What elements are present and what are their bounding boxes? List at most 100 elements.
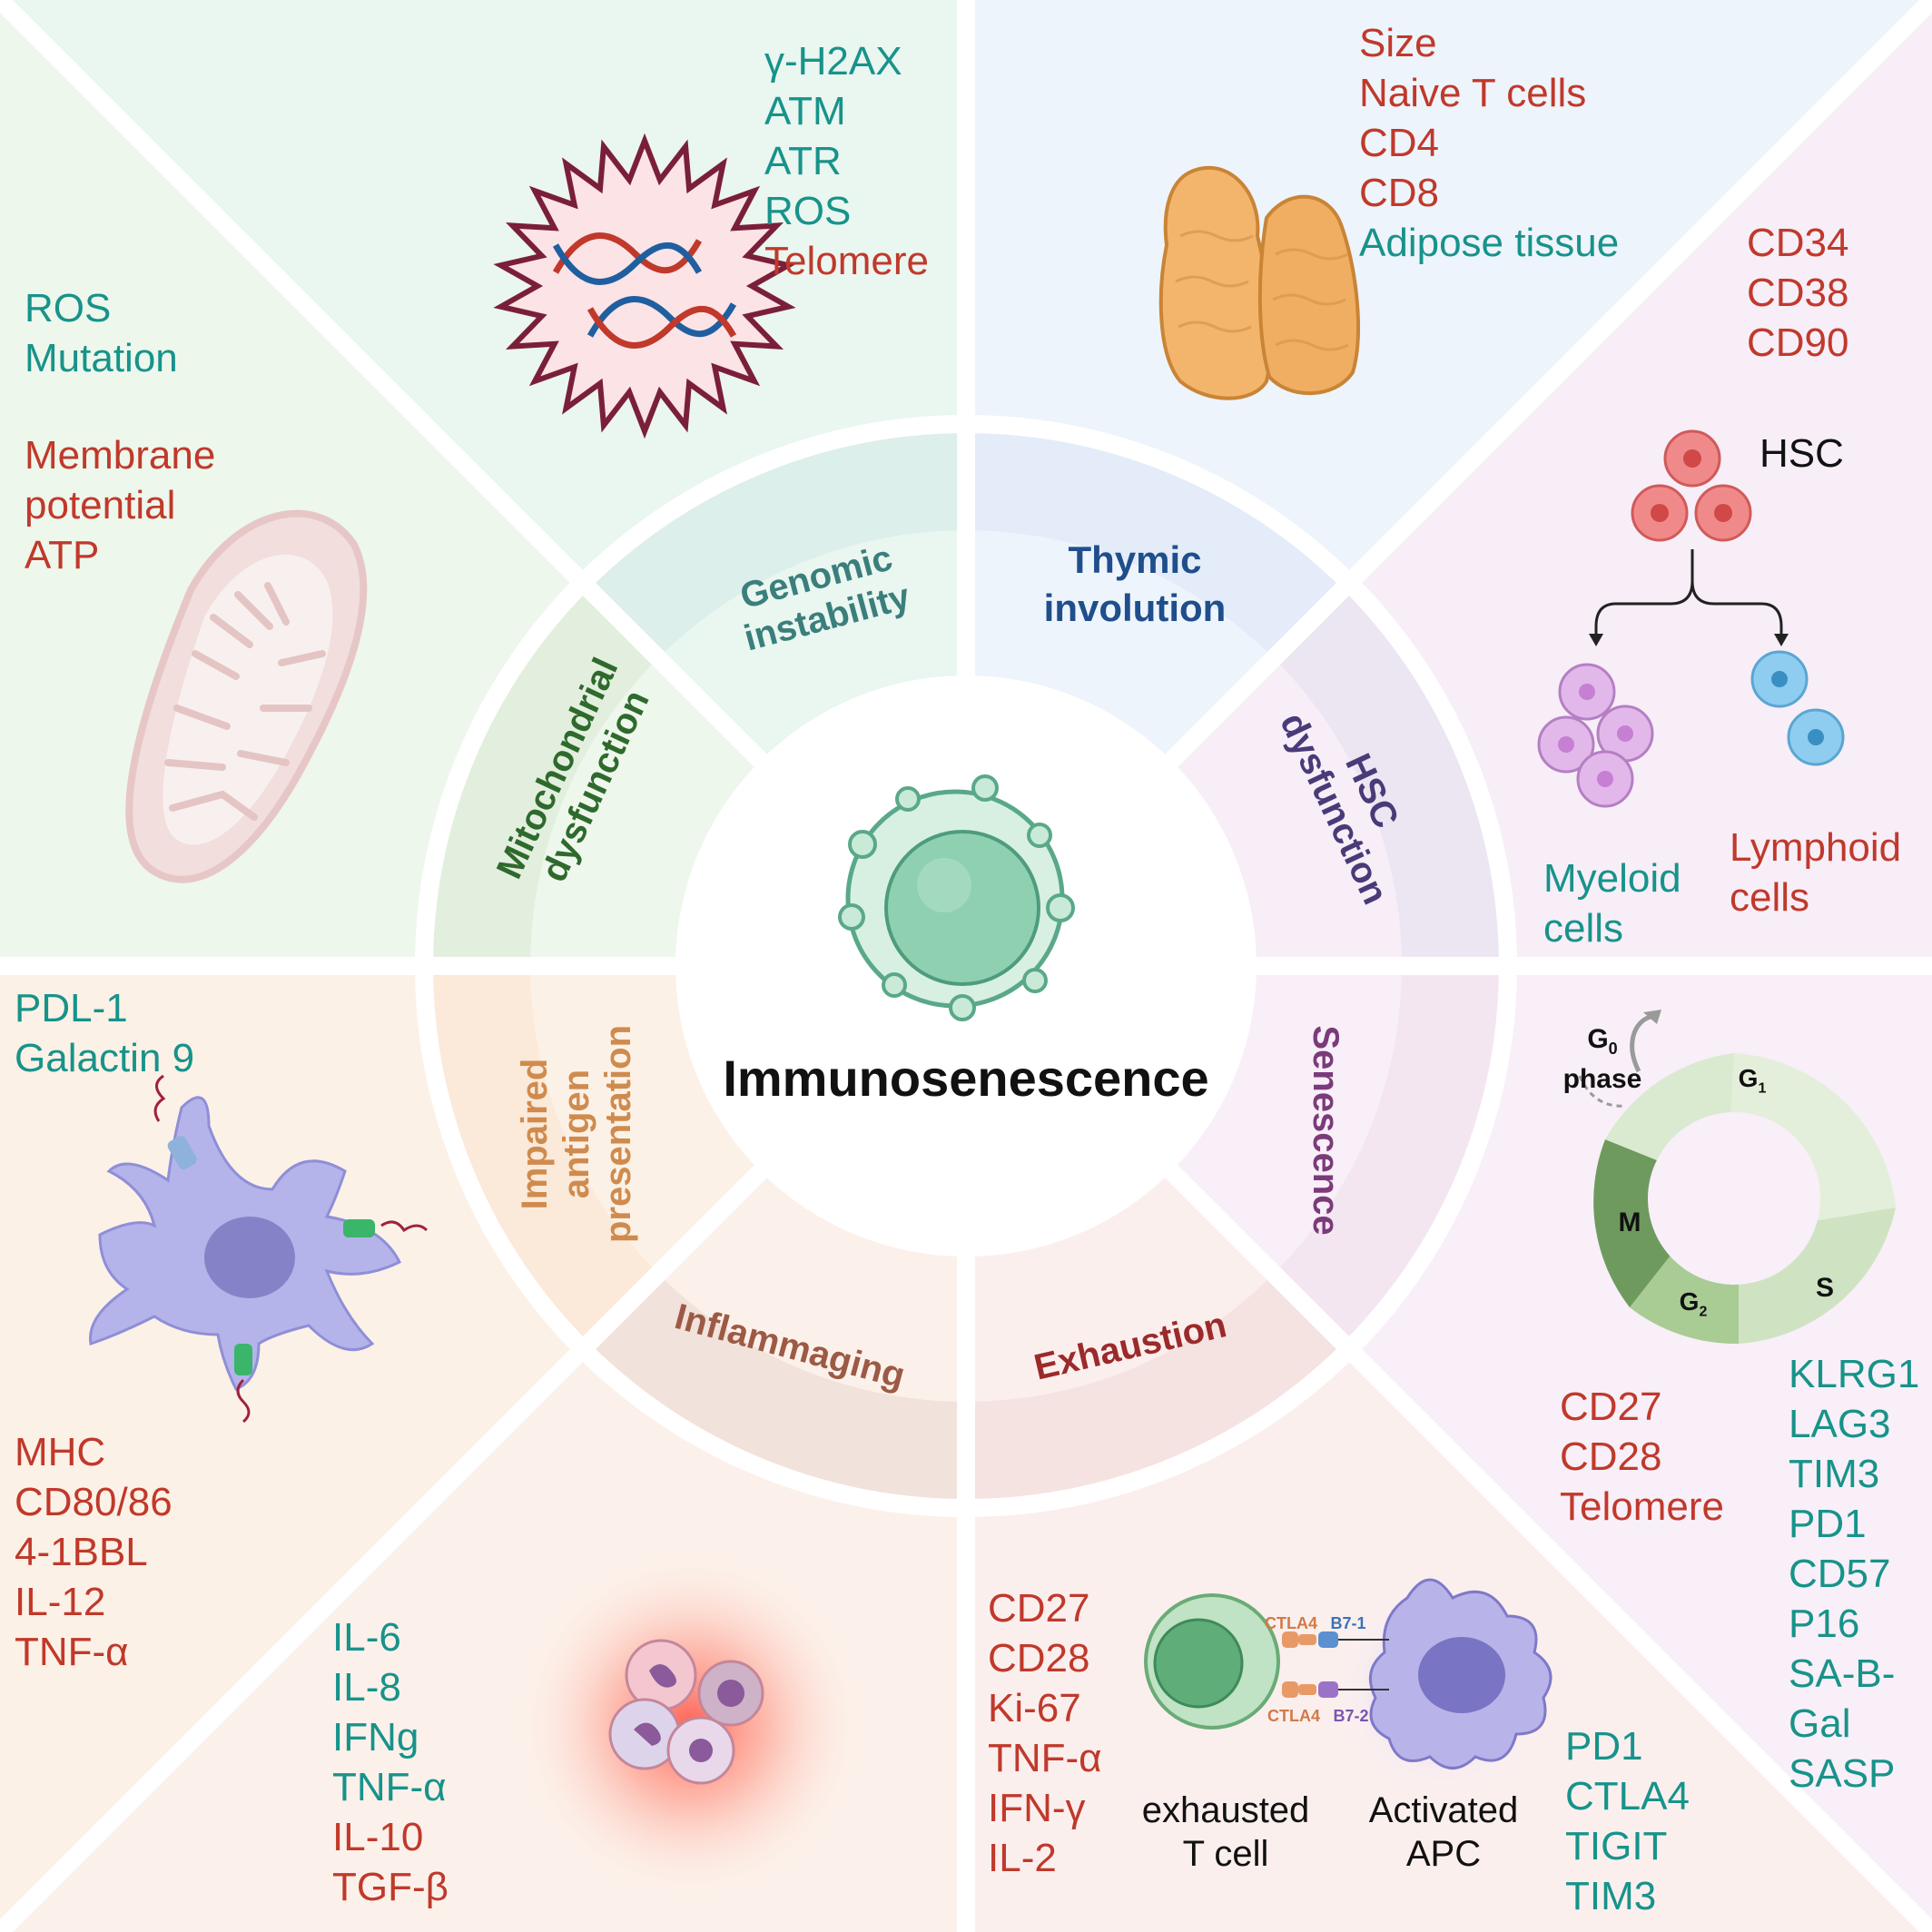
antigen-bottom-4: IL-12 bbox=[15, 1580, 106, 1624]
ring-outer-border bbox=[415, 415, 1517, 1517]
genomic-marker-1: γ-H2AX bbox=[764, 39, 902, 84]
ring-sector-thymic[interactable] bbox=[966, 433, 1343, 658]
ring-sector-mito[interactable] bbox=[433, 589, 658, 966]
exhaustion-markers-teal: PD1 CTLA4 TIGIT TIM3 bbox=[1565, 1721, 1690, 1921]
senescence-teal-2: LAG3 bbox=[1789, 1402, 1891, 1446]
ctla4-bottom-label: CTLA4 bbox=[1267, 1707, 1320, 1725]
ring-sector-hsc[interactable] bbox=[1274, 589, 1499, 966]
antigen-top-1: PDL-1 bbox=[15, 986, 128, 1030]
thymic-marker-5: Adipose tissue bbox=[1359, 221, 1620, 265]
cycle-g2-letter: G bbox=[1679, 1287, 1700, 1316]
hsc-marker-2: CD38 bbox=[1747, 271, 1849, 315]
thymic-marker-1: Size bbox=[1359, 21, 1437, 65]
senescence-teal-6: P16 bbox=[1789, 1602, 1860, 1646]
lymphocyte-icon bbox=[838, 774, 1075, 1021]
thymic-markers: Size Naive T cells CD4 CD8 Adipose tissu… bbox=[1359, 18, 1619, 268]
senescence-red-3: Telomere bbox=[1560, 1484, 1724, 1529]
ring-sector-exhaustion[interactable] bbox=[966, 1274, 1343, 1499]
inflammaging-marker-3: IFNg bbox=[332, 1715, 419, 1760]
inflammaging-marker-4: TNF-α bbox=[332, 1765, 447, 1809]
hsc-markers: CD34 CD38 CD90 bbox=[1747, 218, 1849, 368]
cycle-g1-sub: 1 bbox=[1758, 1080, 1767, 1097]
dna-damage-icon bbox=[493, 133, 796, 439]
ring-label-antigen-line1: Impaired bbox=[515, 1058, 555, 1210]
inflammaging-markers: IL-6 IL-8 IFNg TNF-α IL-10 TGF-β bbox=[332, 1612, 448, 1912]
antigen-markers-top: PDL-1 Galactin 9 bbox=[15, 983, 194, 1083]
mito-teal-2: Mutation bbox=[25, 336, 178, 380]
senescence-red-1: CD27 bbox=[1560, 1385, 1662, 1429]
dendritic-cell-icon bbox=[89, 1074, 429, 1424]
inflammaging-marker-1: IL-6 bbox=[332, 1615, 401, 1660]
ring-label-thymic-line2: involution bbox=[1043, 586, 1227, 629]
apc-label-line2: APC bbox=[1405, 1834, 1482, 1874]
tcell-label: exhausted T cell bbox=[1126, 1789, 1326, 1876]
thymic-marker-3: CD4 bbox=[1359, 121, 1440, 165]
b71-label: B7-1 bbox=[1330, 1614, 1366, 1632]
exhaustion-red-3: Ki-67 bbox=[988, 1686, 1081, 1730]
inflammaging-marker-6: TGF-β bbox=[332, 1865, 448, 1909]
ring-sector-senescence[interactable] bbox=[1274, 966, 1499, 1343]
senescence-red-2: CD28 bbox=[1560, 1434, 1662, 1479]
inflammaging-marker-5: IL-10 bbox=[332, 1815, 424, 1859]
cycle-g0-sub: 0 bbox=[1608, 1040, 1618, 1058]
exhaustion-teal-2: CTLA4 bbox=[1565, 1774, 1690, 1819]
senescence-teal-8: Gal bbox=[1789, 1701, 1851, 1746]
cycle-g2-label: G2 bbox=[1671, 1287, 1716, 1321]
ring-sector-antigen[interactable] bbox=[433, 966, 658, 1343]
exhaustion-red-6: IL-2 bbox=[988, 1836, 1057, 1880]
tcell-apc-synapse-icon bbox=[1144, 1578, 1552, 1798]
genomic-marker-5: Telomere bbox=[764, 239, 929, 283]
thymic-marker-2: Naive T cells bbox=[1359, 71, 1587, 115]
antigen-top-2: Galactin 9 bbox=[15, 1036, 195, 1080]
cycle-s-label: S bbox=[1815, 1273, 1834, 1303]
lymphoid-label-line2: cells bbox=[1730, 875, 1810, 920]
senescence-teal-3: TIM3 bbox=[1789, 1452, 1880, 1496]
senescence-teal-5: CD57 bbox=[1789, 1552, 1891, 1596]
antigen-bottom-2: CD80/86 bbox=[15, 1480, 172, 1524]
lymphoid-label: Lymphoid cells bbox=[1730, 823, 1901, 922]
cycle-g0-label: G0 phase bbox=[1548, 1024, 1657, 1095]
hsc-marker-1: CD34 bbox=[1747, 221, 1849, 265]
ring-label-antigen-line3: presentation bbox=[598, 1024, 638, 1244]
ring-label-antigen-line2: antigen bbox=[557, 1069, 596, 1199]
senescence-teal-1: KLRG1 bbox=[1789, 1352, 1920, 1396]
senescence-markers-teal: KLRG1 LAG3 TIM3 PD1 CD57 P16 SA-B- Gal S… bbox=[1789, 1349, 1919, 1799]
cycle-g2-sub: 2 bbox=[1699, 1304, 1708, 1320]
antigen-bottom-3: 4-1BBL bbox=[15, 1530, 148, 1574]
lymphoid-label-line1: Lymphoid bbox=[1730, 825, 1902, 870]
mito-teal-1: ROS bbox=[25, 286, 112, 330]
mito-red-1: Membrane bbox=[25, 433, 216, 478]
b72-label: B7-2 bbox=[1333, 1707, 1369, 1725]
exhaustion-red-2: CD28 bbox=[988, 1636, 1090, 1681]
ring-label-thymic-line1: Thymic bbox=[1068, 538, 1202, 581]
neutrophil-cluster-icon bbox=[518, 1552, 862, 1898]
exhaustion-teal-4: TIM3 bbox=[1565, 1874, 1657, 1918]
genomic-markers: γ-H2AX ATM ATR ROS Telomere bbox=[764, 36, 929, 286]
ring-sector-genomic[interactable] bbox=[589, 433, 966, 658]
ctla4-top-label: CTLA4 bbox=[1265, 1614, 1317, 1632]
exhaustion-red-5: IFN-γ bbox=[988, 1786, 1086, 1830]
genomic-marker-3: ATR bbox=[764, 139, 842, 183]
genomic-marker-2: ATM bbox=[764, 89, 846, 133]
exhaustion-red-4: TNF-α bbox=[988, 1736, 1102, 1780]
mito-markers-teal: ROS Mutation bbox=[25, 283, 178, 383]
apc-label-line1: Activated bbox=[1368, 1790, 1519, 1830]
antigen-bottom-5: TNF-α bbox=[15, 1630, 129, 1674]
myeloid-label: Myeloid cells bbox=[1543, 853, 1681, 953]
senescence-teal-4: PD1 bbox=[1789, 1502, 1867, 1546]
cycle-g0-letter: G bbox=[1587, 1024, 1609, 1054]
genomic-marker-4: ROS bbox=[764, 189, 852, 233]
senescence-markers-red: CD27 CD28 Telomere bbox=[1560, 1382, 1724, 1532]
center-title: Immunosenescence bbox=[723, 1050, 1209, 1107]
hsc-marker-3: CD90 bbox=[1747, 320, 1849, 365]
thymic-marker-4: CD8 bbox=[1359, 171, 1440, 215]
mito-red-3: ATP bbox=[25, 533, 100, 577]
cycle-phase-word: phase bbox=[1562, 1064, 1642, 1094]
myeloid-label-line2: cells bbox=[1543, 906, 1624, 951]
hsc-lineage-icon bbox=[1537, 429, 1845, 808]
mitochondrion-icon bbox=[125, 509, 368, 883]
inflammaging-marker-2: IL-8 bbox=[332, 1665, 401, 1710]
ring-sector-inflammaging[interactable] bbox=[589, 1274, 966, 1499]
ring-label-antigen: Impaired antigen presentation bbox=[514, 1007, 639, 1261]
